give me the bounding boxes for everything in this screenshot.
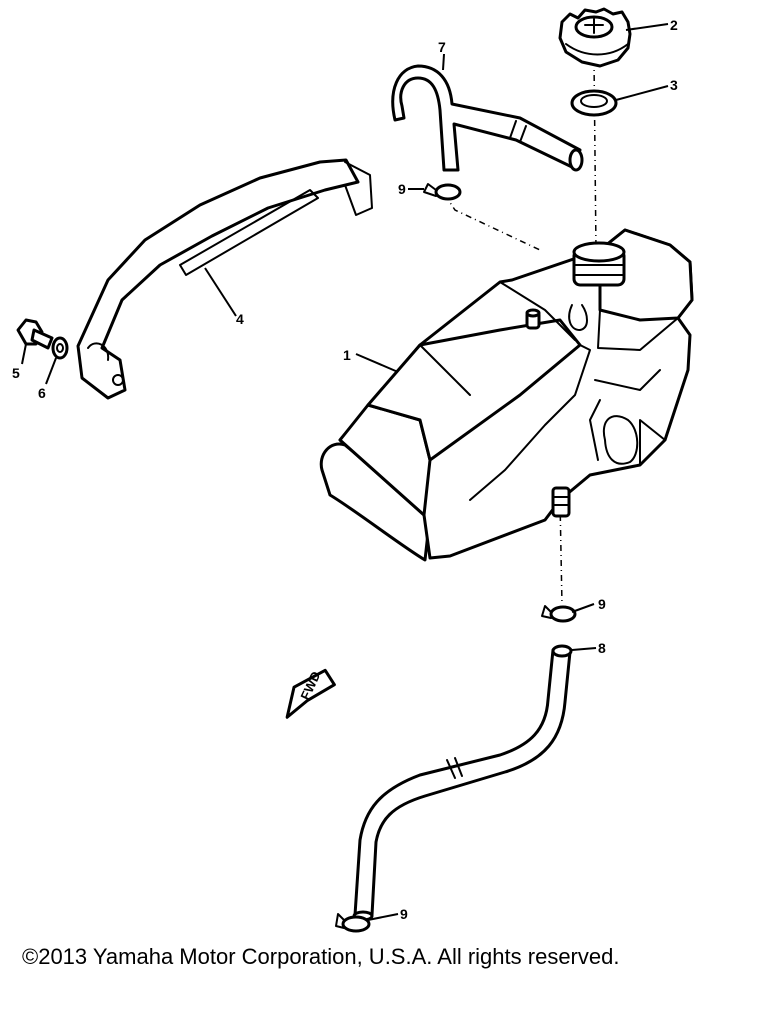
hose-clamp-lower [335, 913, 371, 933]
fuel-hose [352, 644, 573, 922]
hose-clamp-upper [423, 183, 462, 201]
forward-direction-arrow: FWD [285, 668, 336, 719]
callout-5: 5 [12, 365, 20, 381]
copyright-notice: ©2013 Yamaha Motor Corporation, U.S.A. A… [22, 944, 620, 969]
callout-2: 2 [670, 17, 678, 33]
callout-6: 6 [38, 385, 46, 401]
breather-hose [391, 64, 584, 172]
fuel-tank [319, 228, 694, 562]
tank-bracket [76, 158, 373, 400]
callout-9-middle: 9 [598, 596, 606, 612]
callout-3: 3 [670, 77, 678, 93]
hose-clamp-middle [541, 605, 577, 623]
callout-1: 1 [343, 347, 351, 363]
washer [51, 336, 69, 360]
callout-9-upper: 9 [398, 181, 406, 197]
leader-lines [21, 23, 669, 921]
fuel-cap [558, 7, 632, 68]
bolt [16, 318, 54, 350]
callout-numbers: 1 2 3 4 5 6 7 8 9 9 9 [12, 17, 678, 922]
callout-9-lower: 9 [400, 906, 408, 922]
cap-gasket [570, 89, 618, 117]
callout-4: 4 [236, 311, 244, 327]
callout-7: 7 [438, 39, 446, 55]
callout-8: 8 [598, 640, 606, 656]
